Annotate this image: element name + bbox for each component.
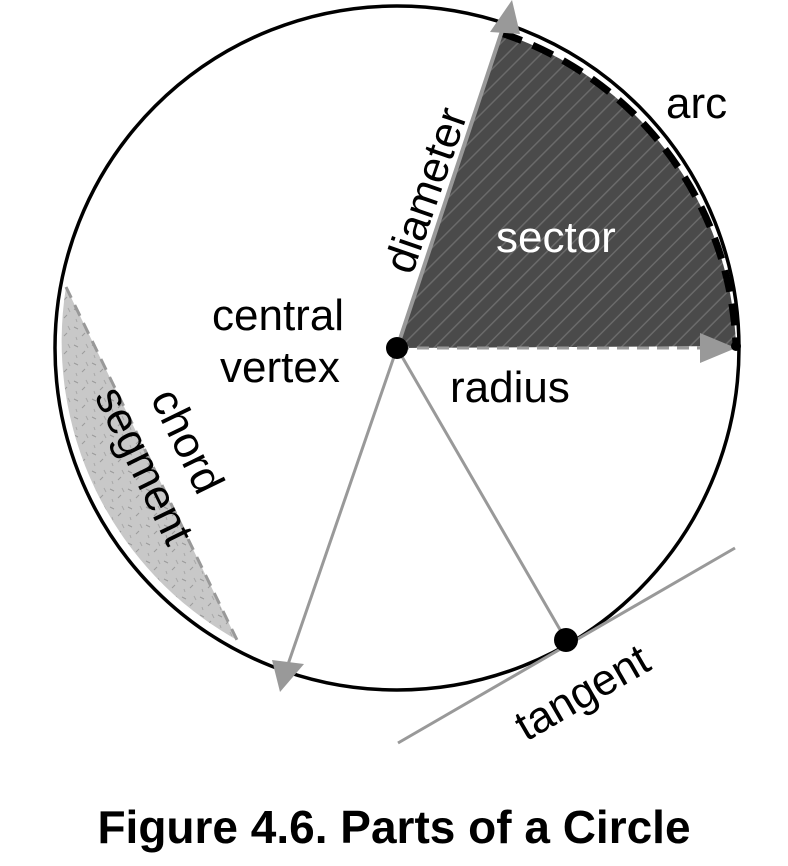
arc-end-point <box>731 341 741 351</box>
radius-arrowhead <box>700 333 736 363</box>
tangent-point <box>554 628 578 652</box>
chord-line <box>64 286 239 641</box>
sector-label: sector <box>496 213 616 262</box>
central-angle-line-right <box>395 347 568 641</box>
central-label-line2: vertex <box>220 343 340 392</box>
center-point <box>386 337 408 359</box>
arc-label: arc <box>666 79 727 128</box>
sector-region <box>397 33 736 348</box>
arc-dashed <box>499 29 740 347</box>
central-angle-arrowhead <box>272 660 304 692</box>
radius-label: radius <box>450 363 570 412</box>
tangent-label: tangent <box>507 635 659 751</box>
figure-caption: Figure 4.6. Parts of a Circle <box>97 801 690 853</box>
diameter-line <box>395 21 507 349</box>
central-label-line1: central <box>212 291 344 340</box>
segment-region <box>61 287 237 640</box>
central-angle-line-left <box>282 347 399 677</box>
diameter-arrowhead <box>490 0 520 34</box>
